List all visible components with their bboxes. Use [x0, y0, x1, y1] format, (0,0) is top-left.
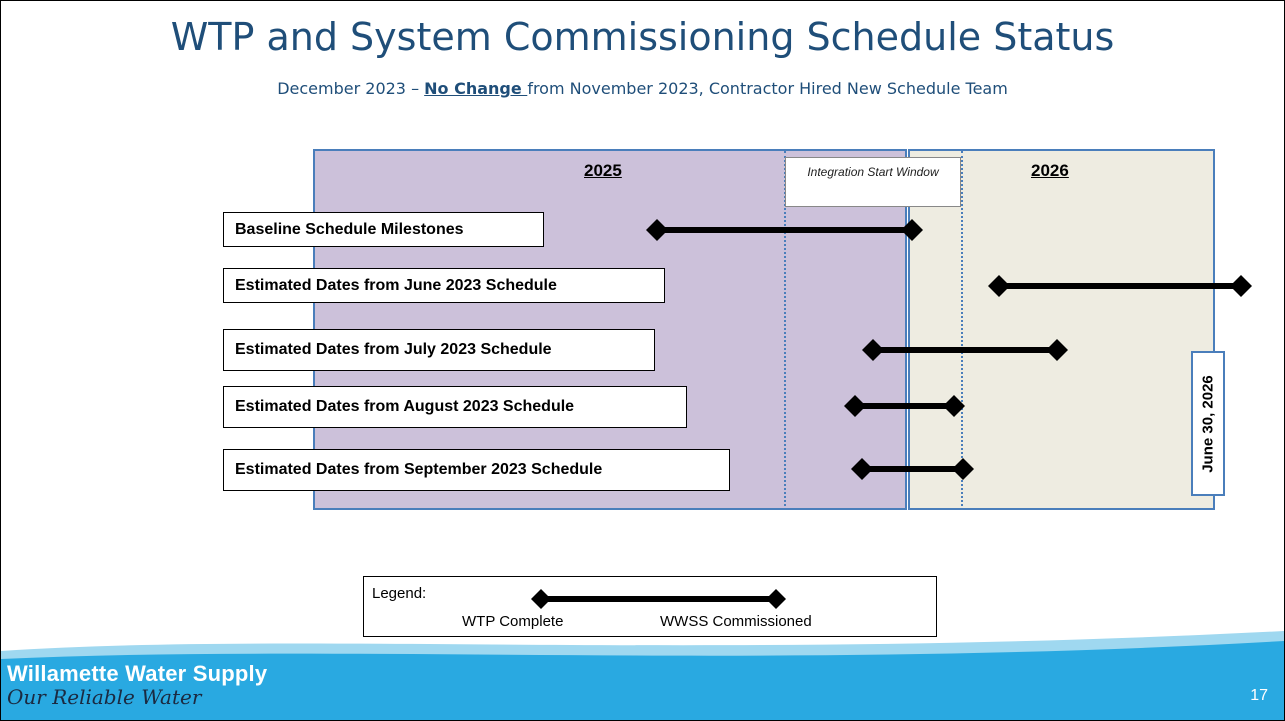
- row-label-baseline: Baseline Schedule Milestones: [223, 212, 544, 247]
- deadline-marker: June 30, 2026: [1191, 351, 1225, 496]
- year-2026-region: [908, 149, 1215, 510]
- subtitle-prefix: December 2023 –: [277, 79, 425, 98]
- deadline-label: June 30, 2026: [1199, 374, 1217, 473]
- subtitle-suffix: from November 2023, Contractor Hired New…: [527, 79, 1008, 98]
- footer-tagline: Our Reliable Water: [7, 685, 202, 709]
- legend-title: Legend:: [372, 585, 427, 602]
- row-label-august: Estimated Dates from August 2023 Schedul…: [223, 386, 687, 428]
- legend-sample-bar: [531, 589, 786, 609]
- bar-september: [851, 458, 974, 480]
- subtitle-emphasis: No Change: [424, 79, 528, 98]
- integration-window-label: Integration Start Window: [785, 157, 961, 207]
- bar-august: [844, 395, 965, 417]
- footer-wave: [1, 631, 1284, 720]
- slide-subtitle: December 2023 – No Change from November …: [1, 79, 1284, 98]
- year-label-2025: 2025: [584, 161, 622, 180]
- legend: Legend: WTP Complete WWSS Commissioned: [363, 576, 937, 637]
- page-number: 17: [1250, 687, 1268, 704]
- legend-end-label: WWSS Commissioned: [660, 613, 812, 630]
- integration-window-end-line: [961, 151, 963, 510]
- integration-window-start-line: [784, 151, 786, 510]
- legend-start-label: WTP Complete: [462, 613, 564, 630]
- row-label-september: Estimated Dates from September 2023 Sche…: [223, 449, 730, 491]
- row-label-june: Estimated Dates from June 2023 Schedule: [223, 268, 665, 303]
- bar-baseline: [646, 219, 923, 241]
- row-label-july: Estimated Dates from July 2023 Schedule: [223, 329, 655, 371]
- bar-june: [988, 275, 1252, 297]
- footer-brand: Willamette Water Supply: [7, 661, 268, 686]
- year-label-2026: 2026: [1031, 161, 1069, 180]
- slide-title: WTP and System Commissioning Schedule St…: [170, 15, 1115, 59]
- bar-july: [862, 339, 1068, 361]
